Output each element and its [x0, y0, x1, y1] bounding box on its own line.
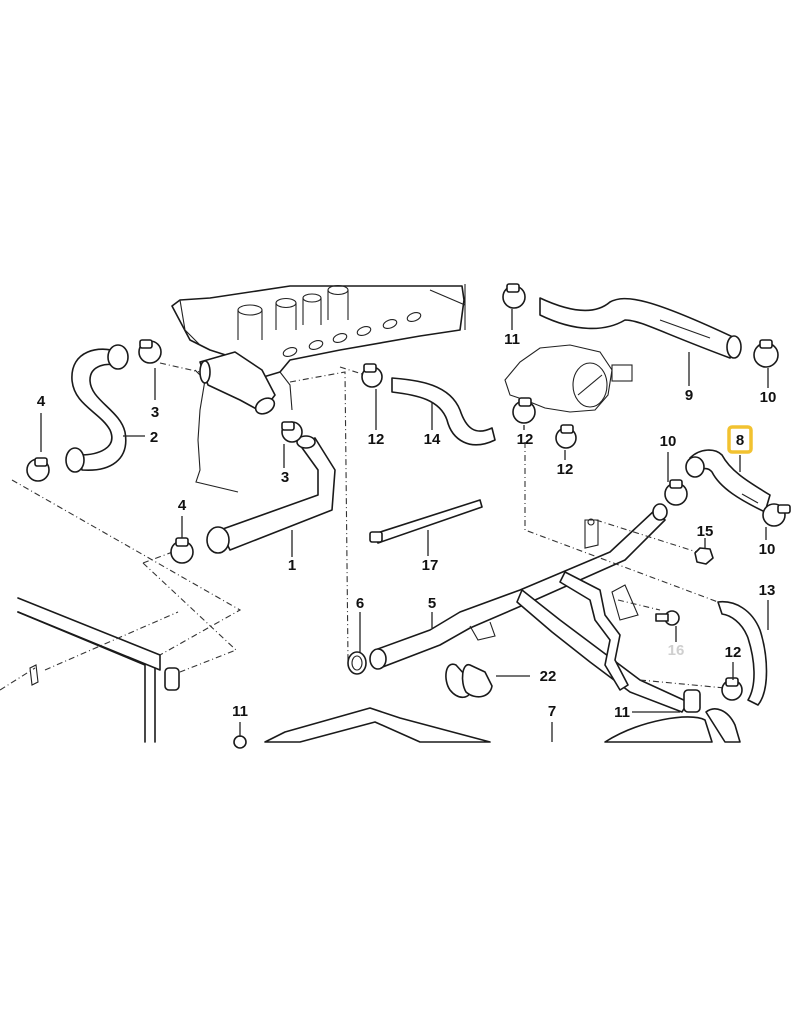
part-15-nut: [694, 547, 714, 565]
part-14-hose: [391, 377, 496, 446]
callout-3[interactable]: 3: [281, 469, 289, 486]
callout-10[interactable]: 10: [660, 433, 677, 450]
part-9-hose: [539, 297, 742, 359]
callout-12[interactable]: 12: [517, 431, 534, 448]
part-6-seal-ring: [347, 651, 367, 675]
callout-13[interactable]: 13: [759, 582, 776, 599]
leader-lines: [40, 309, 769, 742]
callout-12[interactable]: 12: [368, 431, 385, 448]
hose-clamps: [26, 283, 791, 749]
callout-10[interactable]: 10: [760, 389, 777, 406]
part-2-hose: [65, 344, 129, 473]
callout-11[interactable]: 11: [504, 331, 520, 348]
part-5-pipe: [369, 503, 668, 670]
callout-11[interactable]: 11: [614, 704, 630, 721]
clamp-12d: [721, 677, 743, 701]
callout-17[interactable]: 17: [422, 557, 439, 574]
clamp-11c: [233, 735, 247, 749]
part-1-hose: [206, 435, 336, 554]
clamp-10a: [753, 339, 779, 368]
radiator: [17, 597, 180, 743]
clamp-10c: [762, 503, 791, 527]
clamp-12c: [555, 424, 577, 449]
clamp-12a: [361, 363, 383, 388]
callout-5[interactable]: 5: [428, 595, 436, 612]
clamp-3b: [281, 421, 303, 443]
clamp-4a: [26, 457, 50, 482]
clamp-11b: [683, 689, 701, 713]
highlight-box-part-8: [727, 425, 753, 454]
clamp-10b: [664, 479, 688, 506]
callout-12[interactable]: 12: [725, 644, 742, 661]
heater-pipes: [516, 571, 689, 713]
callout-9[interactable]: 9: [685, 387, 693, 404]
clamp-4b: [170, 537, 194, 564]
callout-2[interactable]: 2: [150, 429, 158, 446]
callout-7[interactable]: 7: [548, 703, 556, 720]
engine-block: [171, 284, 466, 493]
callout-15[interactable]: 15: [697, 523, 714, 540]
clamp-3a: [138, 339, 162, 364]
part-7-hose: [264, 707, 741, 743]
part-8-hose: [685, 449, 771, 513]
callout-10[interactable]: 10: [759, 541, 776, 558]
callout-6[interactable]: 6: [356, 595, 364, 612]
callout-4[interactable]: 4: [37, 393, 46, 410]
part-22-bracket-clips: [445, 663, 493, 699]
callout-labels: 4 3 2 3 4 1 11 12 14 12 12 9 10 10 8 10 …: [37, 331, 777, 721]
thermostat-housing: [199, 351, 276, 415]
callout-22[interactable]: 22: [540, 668, 557, 685]
callout-1[interactable]: 1: [288, 557, 296, 574]
part-13-hose: [717, 601, 768, 706]
callout-14[interactable]: 14: [424, 431, 441, 448]
callout-16[interactable]: 16: [668, 642, 685, 659]
part-17-cable-tie: [369, 499, 483, 544]
clamp-12b: [512, 397, 536, 424]
part-16-bolt: [655, 610, 680, 626]
callout-8-highlighted[interactable]: 8: [736, 432, 744, 449]
callout-4[interactable]: 4: [178, 497, 187, 514]
callout-11[interactable]: 11: [232, 703, 248, 720]
callout-3[interactable]: 3: [151, 404, 159, 421]
callout-12[interactable]: 12: [557, 461, 574, 478]
clamp-11a: [502, 283, 526, 309]
